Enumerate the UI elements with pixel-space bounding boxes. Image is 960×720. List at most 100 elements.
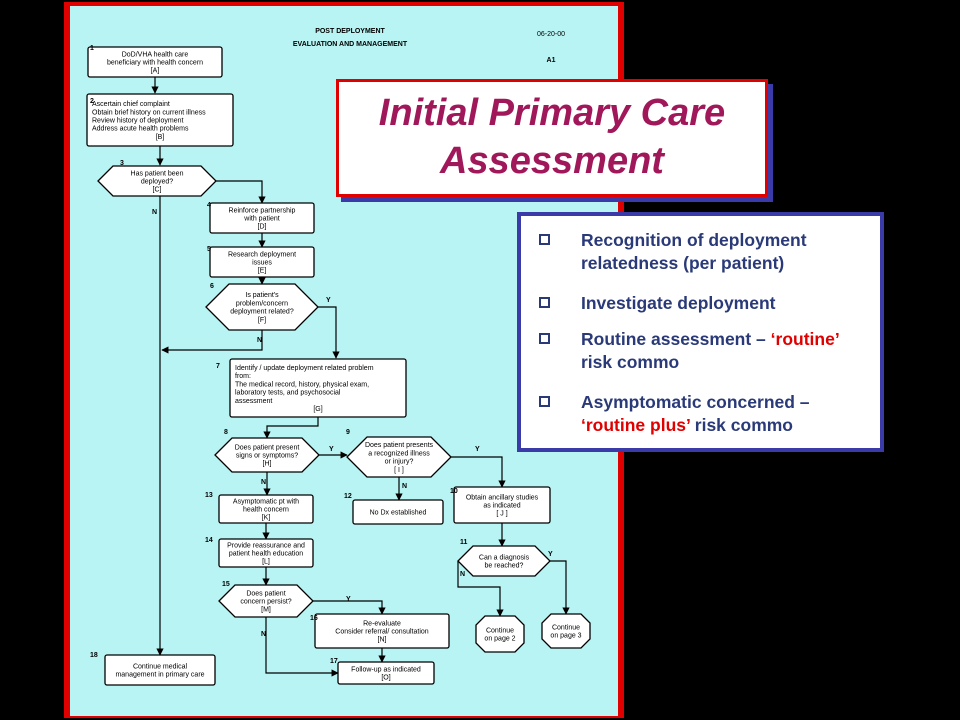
node-text: Continue	[486, 627, 514, 634]
bullet-text: Recognition of deployment relatedness (p…	[581, 229, 869, 275]
node-text: [L]	[262, 559, 270, 566]
process-box	[104, 654, 216, 686]
process-box	[218, 494, 314, 524]
step-number: 2	[90, 98, 94, 105]
step-number: 6	[210, 283, 214, 290]
node-text: issues	[252, 260, 272, 267]
node-text: signs or symptoms?	[236, 453, 298, 460]
checkbox-bullet-icon	[539, 234, 550, 245]
step-number: 11	[460, 539, 468, 546]
flow-edge	[318, 306, 340, 359]
node-text: or injury?	[385, 459, 414, 466]
decision-box	[97, 165, 217, 197]
flow-edge	[265, 617, 339, 677]
flowchart-date: 06-20-00	[537, 31, 565, 38]
checkbox-bullet-icon	[539, 396, 550, 407]
branch-label-n6-yes: Y	[326, 297, 331, 304]
node-text: Ascertain chief complaint	[92, 101, 170, 108]
bullet-text-part: Investigate deployment	[581, 293, 776, 313]
node-text: [F]	[258, 317, 266, 324]
branch-label-n15-yes: Y	[346, 596, 351, 603]
node-text: [G]	[313, 406, 322, 413]
node-text: beneficiary with health concern	[107, 60, 203, 67]
decision-box	[218, 584, 314, 618]
node-text: [C]	[153, 187, 162, 194]
node-text: [N]	[378, 637, 387, 644]
flow-edge	[263, 417, 319, 439]
node-text: [M]	[261, 607, 271, 614]
step-number: 16	[310, 615, 318, 622]
step-number: 1	[90, 45, 94, 52]
flow-edge	[161, 330, 263, 354]
node-text: problem/concern	[236, 300, 288, 307]
step-number: 7	[216, 363, 220, 370]
bullet-item: Asymptomatic concerned – ‘routine plus’ …	[539, 391, 869, 437]
bullet-text-part: risk commo	[689, 415, 794, 435]
bullet-text-highlight: ‘routine plus’	[581, 415, 690, 435]
flowchart-title-line1: POST DEPLOYMENT	[315, 28, 385, 35]
decision-box	[346, 436, 452, 478]
bullet-text-part: Asymptomatic concerned –	[581, 392, 810, 412]
flowchart-title-line2: EVALUATION AND MANAGEMENT	[293, 41, 408, 48]
flowchart-code: A1	[547, 57, 556, 64]
branch-label-n3-no: N	[152, 209, 157, 216]
bullet-text: Investigate deployment	[581, 292, 869, 315]
branch-label-n8-no: N	[261, 479, 266, 486]
node-text: Review history of deployment	[92, 118, 183, 125]
node-text: patient health education	[229, 551, 303, 558]
node-text: [D]	[258, 224, 267, 231]
node-text: on page 2	[484, 636, 515, 643]
node-text: Has patient been	[131, 170, 184, 177]
node-text: concern persist?	[240, 599, 291, 606]
node-text: [E]	[258, 268, 267, 275]
step-number: 18	[90, 652, 98, 659]
flow-edge	[550, 560, 570, 615]
node-text: Does patient present	[235, 444, 300, 451]
checkbox-bullet-icon	[539, 333, 550, 344]
node-text: deployment related?	[230, 309, 294, 316]
node-text: [H]	[263, 461, 272, 468]
node-text: Follow-up as indicated	[351, 666, 421, 673]
decision-box	[457, 545, 551, 577]
bullet-text-part: Recognition of deployment relatedness (p…	[581, 230, 807, 273]
process-box	[229, 358, 407, 418]
node-text: a recognized illness	[368, 450, 430, 457]
bullet-text: Routine assessment – ‘routine’ risk comm…	[581, 328, 869, 374]
connector-box	[475, 615, 525, 653]
bullet-item: Recognition of deployment relatedness (p…	[539, 229, 869, 275]
connector-box	[541, 613, 591, 649]
node-text: with patient	[243, 216, 279, 223]
flow-edge	[313, 600, 386, 615]
node-text: [O]	[381, 675, 390, 682]
step-number: 17	[330, 658, 338, 665]
node-text: deployed?	[141, 179, 173, 186]
node-text: No Dx established	[370, 510, 427, 517]
title-line1: Initial Primary Care	[378, 92, 726, 134]
flow-edge	[451, 456, 506, 488]
node-text: Re-evaluate	[363, 620, 401, 627]
step-number: 14	[205, 537, 213, 544]
bullet-text: Asymptomatic concerned – ‘routine plus’ …	[581, 391, 869, 437]
process-box	[87, 46, 223, 78]
node-text: Provide reassurance and	[227, 542, 305, 549]
node-text: health concern	[243, 507, 289, 514]
step-number: 4	[207, 202, 211, 209]
branch-label-n8-yes: Y	[329, 446, 334, 453]
node-text: Research deployment	[228, 251, 296, 258]
node-text: [K]	[262, 515, 271, 522]
branch-label-n11-yes: Y	[548, 551, 553, 558]
flow-node-p2: Continue on page 2	[475, 615, 525, 653]
checkbox-bullet-icon	[539, 297, 550, 308]
branch-label-n6-no: N	[257, 337, 262, 344]
